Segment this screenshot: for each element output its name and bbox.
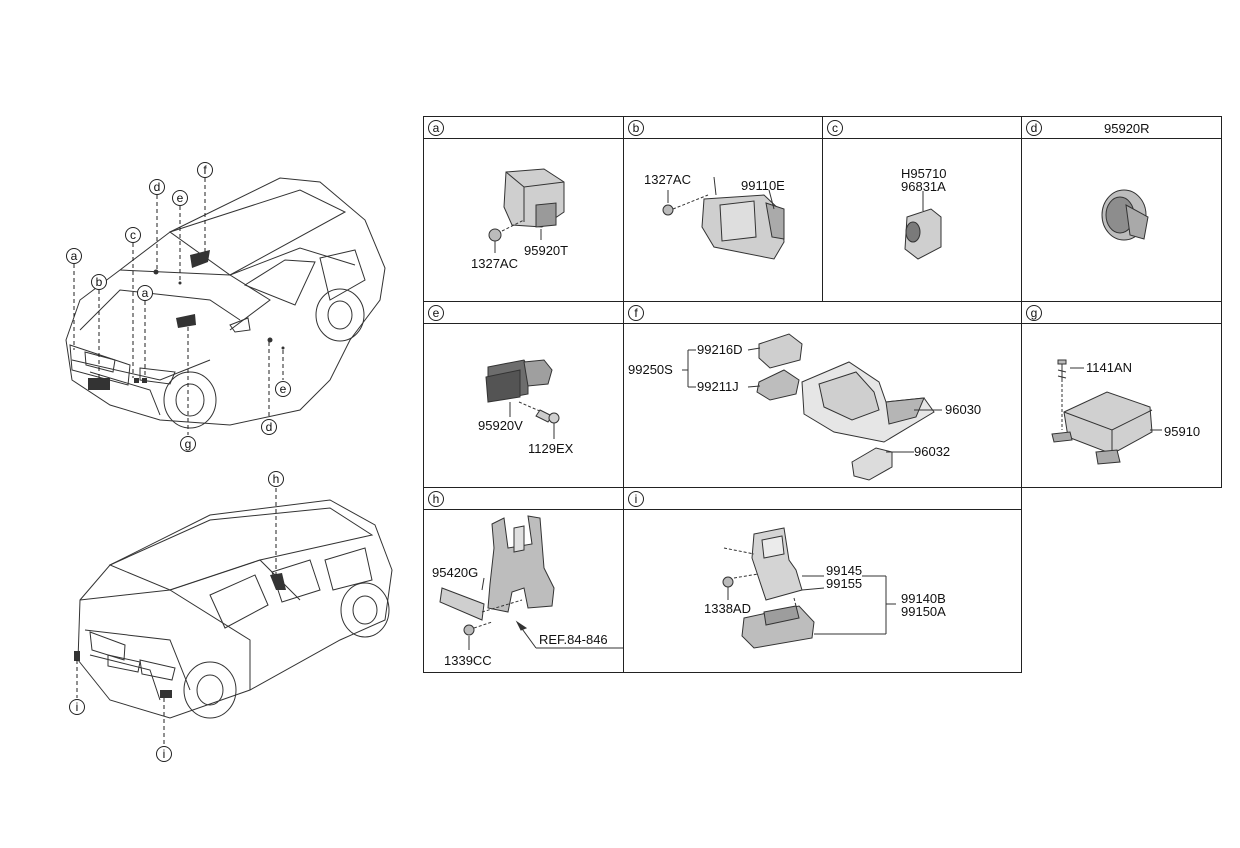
part-number: 99110E xyxy=(741,178,785,193)
part-number: 99145 xyxy=(826,563,863,578)
horn-sensor-icon xyxy=(1101,189,1149,241)
cell-header xyxy=(1022,117,1221,139)
cell-header xyxy=(424,488,623,510)
part-number: 95920V xyxy=(478,418,523,433)
callout-a[interactable]: a xyxy=(66,248,82,264)
callout-e[interactable]: e xyxy=(172,190,188,206)
part-number: 96831A xyxy=(901,179,946,194)
cell-letter: d xyxy=(1026,120,1042,136)
callout-i[interactable]: i xyxy=(69,699,85,715)
cell-header xyxy=(1022,302,1221,324)
rear-radar-bracket-icon xyxy=(722,527,896,649)
part-number: H95710 xyxy=(901,166,947,181)
part-number: 95910 xyxy=(1164,424,1201,439)
radar-module-icon xyxy=(662,176,785,260)
callout-c[interactable]: c xyxy=(125,227,141,243)
cell-title: 95920R xyxy=(1104,121,1150,136)
callout-d[interactable]: d xyxy=(149,179,165,195)
cell-letter: c xyxy=(827,120,843,136)
cell-h: h 95420G 1339CC REF.84-846 xyxy=(423,487,624,673)
part-number: 95920T xyxy=(524,243,569,258)
part-number: 99155 xyxy=(826,576,863,591)
cell-header xyxy=(424,302,623,324)
side-sensor-icon xyxy=(485,359,560,439)
camera-cover-parts-icon xyxy=(682,333,942,481)
part-number: 1339CC xyxy=(444,653,492,668)
cell-header xyxy=(823,117,1021,139)
cell-header xyxy=(424,117,623,139)
cell-i: i 99145 99155 99140B 99150A 1338AD xyxy=(623,487,1022,673)
callout-g[interactable]: g xyxy=(180,436,196,452)
cell-header xyxy=(624,117,822,139)
cell-c: c H95710 96831A xyxy=(822,116,1022,302)
cell-e: e 95920V 1129EX xyxy=(423,301,624,488)
part-number: 99250S xyxy=(628,362,673,377)
crash-sensor-icon xyxy=(488,168,565,253)
cell-letter: e xyxy=(428,305,444,321)
cell-d: d 95920R xyxy=(1021,116,1222,302)
cell-f: f 99250S 99216D 99211J 96030 96032 xyxy=(623,301,1022,488)
part-number: 1327AC xyxy=(644,172,691,187)
part-number: 99150A xyxy=(901,604,946,619)
part-number: 96030 xyxy=(945,402,982,417)
part-number: 1327AC xyxy=(471,256,518,271)
switch-sensor-icon xyxy=(904,191,942,260)
airbag-control-unit-icon xyxy=(1051,359,1162,465)
part-number: 95420G xyxy=(432,565,479,580)
cell-letter: h xyxy=(428,491,444,507)
cell-letter: f xyxy=(628,305,644,321)
callout-h[interactable]: h xyxy=(268,471,284,487)
part-number: 1129EX xyxy=(528,441,574,456)
bracket-sensor-icon xyxy=(439,515,624,650)
cell-letter: b xyxy=(628,120,644,136)
cell-header xyxy=(624,302,1021,324)
cell-header xyxy=(624,488,1021,510)
reference-label: REF.84-846 xyxy=(539,632,608,647)
callout-b[interactable]: b xyxy=(91,274,107,290)
part-number: 99140B xyxy=(901,591,946,606)
part-number: 96032 xyxy=(914,444,951,459)
part-number: 99211J xyxy=(697,379,739,394)
part-number: 99216D xyxy=(697,342,743,357)
part-number: 1338AD xyxy=(704,601,751,616)
part-number: 1141AN xyxy=(1086,360,1133,375)
cell-a: a 95920T 1327AC xyxy=(423,116,624,302)
cell-letter: g xyxy=(1026,305,1042,321)
callout-f[interactable]: f xyxy=(197,162,213,178)
callout-i[interactable]: i xyxy=(156,746,172,762)
callout-d[interactable]: d xyxy=(261,419,277,435)
cell-b: b 1327AC 99110E xyxy=(623,116,823,302)
callout-a[interactable]: a xyxy=(137,285,153,301)
cell-g: g 1141AN 95910 xyxy=(1021,301,1222,488)
cell-letter: a xyxy=(428,120,444,136)
cell-letter: i xyxy=(628,491,644,507)
callout-e[interactable]: e xyxy=(275,381,291,397)
